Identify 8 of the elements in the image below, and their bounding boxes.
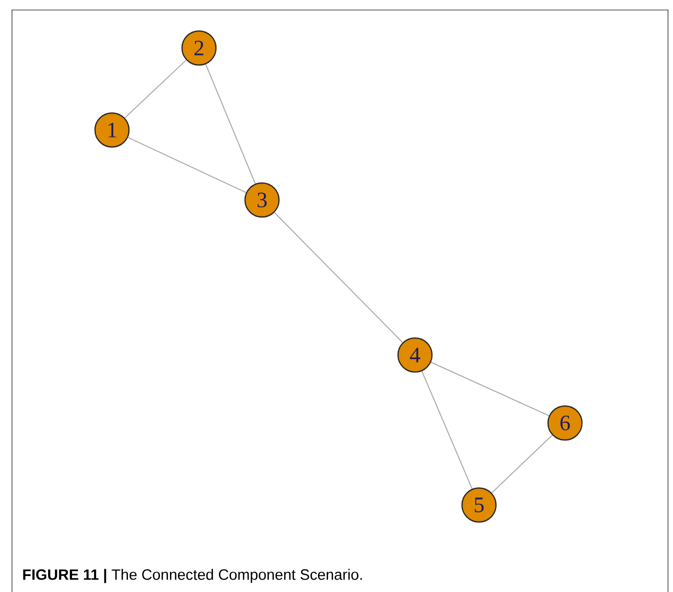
edge-line	[421, 370, 473, 490]
edge-line	[274, 212, 404, 343]
edge-line	[127, 136, 247, 194]
edge-line	[491, 434, 553, 494]
edge-line	[430, 362, 550, 416]
edge-line	[124, 60, 187, 118]
edge-line	[205, 64, 256, 184]
figure-caption: FIGURE 11 | The Connected Component Scenario.	[23, 568, 362, 584]
